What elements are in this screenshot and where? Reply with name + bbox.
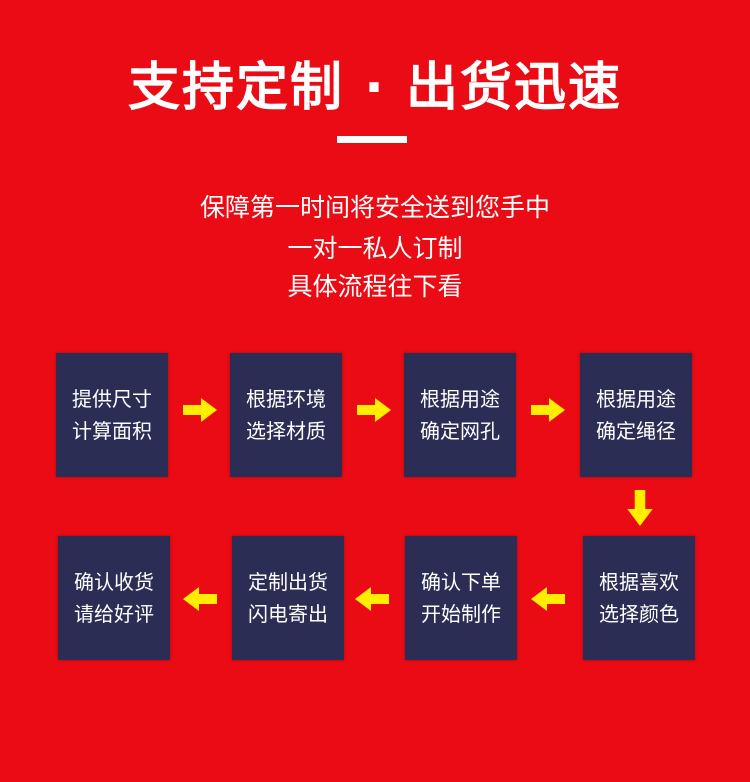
arrow-left-icon (355, 587, 389, 611)
step-box-5: 根据喜欢选择颜色 (583, 536, 695, 660)
subtitle-line: 保障第一时间将安全送到您手中 (199, 193, 550, 222)
step-box-8: 确认收货请给好评 (58, 536, 170, 660)
step-text: 请给好评 (74, 602, 154, 626)
step-text: 提供尺寸 (72, 387, 152, 411)
step-box-3: 根据用途确定网孔 (404, 353, 516, 477)
step-box-1: 提供尺寸计算面积 (56, 353, 168, 477)
step-text: 确定绳径 (596, 419, 676, 443)
step-box-6: 确认下单开始制作 (405, 536, 517, 660)
arrow-left-icon (531, 587, 565, 611)
subtitle-line: 一对一私人订制 (287, 234, 463, 263)
step-text: 闪电寄出 (248, 602, 328, 626)
arrow-right-icon (531, 398, 565, 422)
subtitle-line: 具体流程往下看 (287, 272, 463, 301)
arrow-left-icon (183, 587, 217, 611)
page-title: 支持定制 · 出货迅速 (128, 58, 622, 118)
step-text: 计算面积 (72, 419, 152, 443)
step-text: 确认收货 (74, 570, 154, 594)
step-text: 根据用途 (596, 387, 676, 411)
arrow-right-icon (357, 398, 391, 422)
arrow-right-icon (183, 398, 217, 422)
step-text: 选择颜色 (599, 602, 679, 626)
step-text: 根据环境 (246, 387, 326, 411)
step-text: 确定网孔 (420, 419, 500, 443)
step-text: 根据喜欢 (599, 570, 679, 594)
step-box-7: 定制出货闪电寄出 (232, 536, 344, 660)
step-text: 选择材质 (246, 419, 326, 443)
step-box-2: 根据环境选择材质 (230, 353, 342, 477)
arrow-down-icon (627, 490, 653, 526)
step-box-4: 根据用途确定绳径 (580, 353, 692, 477)
step-text: 根据用途 (420, 387, 500, 411)
step-text: 确认下单 (421, 570, 501, 594)
title-divider (337, 136, 407, 143)
step-text: 开始制作 (421, 602, 501, 626)
step-text: 定制出货 (248, 570, 328, 594)
